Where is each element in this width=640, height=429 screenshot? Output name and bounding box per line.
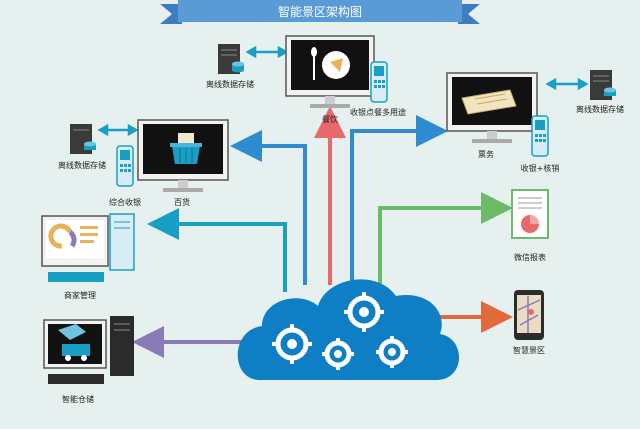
shopping-basket-icon: [170, 133, 202, 164]
connection-arrows: [97, 45, 589, 358]
smart-warehouse-node: 智能仓储: [43, 316, 134, 404]
smart-scenic-node: 智慧景区: [513, 290, 545, 355]
merchant-management-node: 商家管理: [41, 213, 135, 300]
offline-storage-ticketing: 离线数据存储: [576, 70, 624, 114]
smart-warehouse-label: 智能仓储: [62, 394, 94, 404]
merchant-management-label: 商家管理: [64, 290, 96, 300]
server-database-icon: [590, 70, 616, 100]
offline-storage-label-3: 离线数据存储: [576, 104, 624, 114]
multi-pos-label: 收银点餐多用途: [350, 107, 406, 117]
multi-pos-terminal: 收银点餐多用途: [350, 61, 406, 117]
desktop-computer-icon: [43, 316, 134, 384]
ticketing-label: 票务: [478, 149, 494, 159]
wechat-report-node: 微信报表: [511, 189, 549, 262]
catering-label: 餐饮: [322, 114, 338, 124]
offline-storage-label-2: 离线数据存储: [58, 160, 106, 170]
integrated-pos-terminal: 综合收银: [109, 145, 141, 207]
pos-terminal-icon: [370, 61, 388, 103]
title-banner: 智能景区架构图: [160, 0, 480, 24]
integrated-pos-label: 综合收银: [109, 197, 141, 207]
ticketing-terminal: 票务: [446, 72, 538, 159]
report-document-icon: [511, 189, 549, 239]
wechat-report-label: 微信报表: [514, 252, 546, 262]
retail-terminal: 百货: [137, 119, 229, 207]
ticket-pos-terminal: 收银+核销: [521, 115, 560, 173]
offline-storage-catering: 离线数据存储: [206, 44, 254, 89]
pos-terminal-icon: [116, 145, 134, 187]
pos-terminal-icon: [531, 115, 549, 157]
ticket-icon: [461, 89, 517, 115]
page-title: 智能景区架构图: [278, 4, 362, 19]
server-database-icon: [70, 124, 96, 154]
plate-fork-icon: [311, 47, 350, 80]
desktop-computer-icon: [41, 213, 135, 282]
offline-storage-label-1: 离线数据存储: [206, 79, 254, 89]
mobile-map-icon: [514, 290, 544, 340]
cloud-gears-icon: [237, 279, 460, 380]
catering-terminal: 餐饮: [285, 35, 375, 124]
server-database-icon: [218, 44, 244, 74]
ticket-pos-label: 收银+核销: [521, 163, 560, 173]
retail-label: 百货: [174, 197, 190, 207]
offline-storage-retail: 离线数据存储: [58, 124, 106, 170]
smart-scenic-label: 智慧景区: [513, 345, 545, 355]
